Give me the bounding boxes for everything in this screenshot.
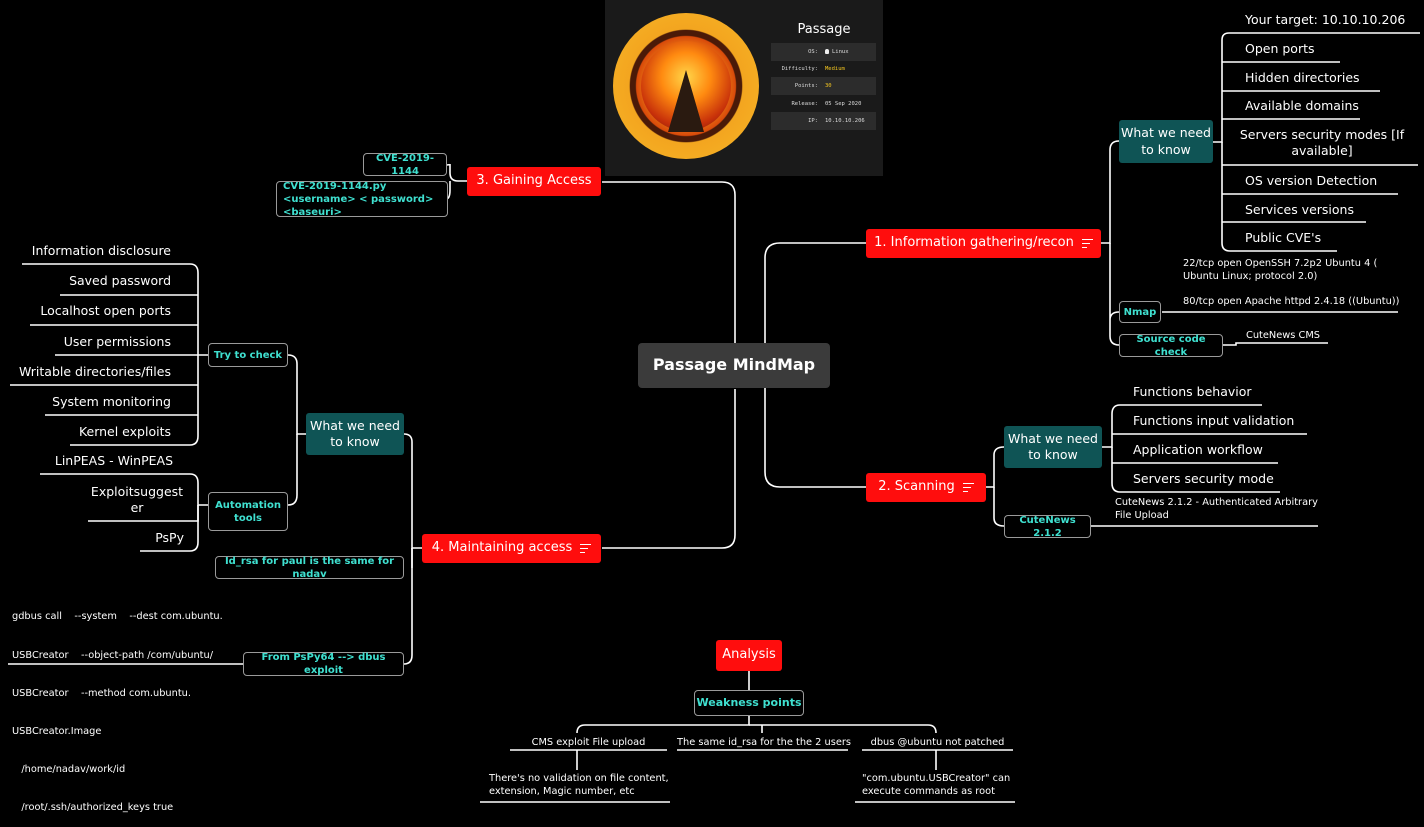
check-item[interactable]: Information disclosure bbox=[31, 243, 171, 258]
automation-tools-tag[interactable]: Automation tools bbox=[208, 492, 288, 531]
pspy-dbus-tag[interactable]: From PsPy64 --> dbus exploit bbox=[243, 652, 404, 676]
machine-info-card: Passage OS: Linux Difficulty: Medium Poi… bbox=[605, 0, 883, 176]
weakness-detail[interactable]: There's no validation on file content, e… bbox=[489, 773, 669, 797]
recon-item[interactable]: Available domains bbox=[1245, 98, 1359, 113]
check-item[interactable]: System monitoring bbox=[52, 394, 171, 409]
machine-title: Passage bbox=[797, 22, 851, 37]
notes-icon bbox=[1081, 239, 1093, 249]
check-item[interactable]: Kernel exploits bbox=[78, 424, 171, 439]
machine-row-points: Points: 30 bbox=[771, 77, 876, 95]
branch-information-gathering[interactable]: 1. Information gathering/recon bbox=[866, 229, 1101, 258]
tool-item[interactable]: LinPEAS - WinPEAS bbox=[54, 453, 173, 468]
try-to-check-tag[interactable]: Try to check bbox=[208, 343, 288, 367]
maintaining-what-we-need-to-know[interactable]: What we need to know bbox=[306, 413, 404, 455]
scanning-item[interactable]: Application workflow bbox=[1133, 442, 1263, 457]
connector-lines bbox=[8, 32, 1420, 803]
recon-item[interactable]: Services versions bbox=[1245, 202, 1354, 217]
check-item[interactable]: Localhost open ports bbox=[40, 303, 171, 318]
scanning-item[interactable]: Functions input validation bbox=[1133, 413, 1295, 428]
scanning-item[interactable]: Functions behavior bbox=[1133, 384, 1252, 399]
linux-icon bbox=[825, 49, 829, 54]
check-item[interactable]: Writable directories/files bbox=[18, 364, 171, 379]
source-code-result[interactable]: CuteNews CMS bbox=[1246, 330, 1321, 341]
recon-item[interactable]: Hidden directories bbox=[1245, 70, 1360, 85]
analysis-node[interactable]: Analysis bbox=[716, 640, 782, 671]
machine-row-os: OS: Linux bbox=[771, 43, 876, 61]
recon-what-we-need-to-know[interactable]: What we need to know bbox=[1119, 120, 1213, 163]
nmap-tag[interactable]: Nmap bbox=[1119, 301, 1161, 323]
weakness-point[interactable]: CMS exploit File upload bbox=[531, 737, 646, 748]
weakness-point[interactable]: dbus @ubuntu not patched bbox=[870, 737, 1005, 748]
tool-item[interactable]: Exploitsuggester bbox=[90, 484, 184, 516]
cve-tag[interactable]: CVE-2019-1144 bbox=[363, 153, 447, 177]
branch-gaining-access[interactable]: 3. Gaining Access bbox=[467, 167, 601, 196]
nmap-result[interactable]: 80/tcp open Apache httpd 2.4.18 ((Ubuntu… bbox=[1183, 296, 1400, 307]
recon-item[interactable]: Public CVE's bbox=[1245, 230, 1322, 245]
check-item[interactable]: Saved password bbox=[69, 273, 171, 288]
weakness-points-tag[interactable]: Weakness points bbox=[694, 690, 804, 716]
weakness-point[interactable]: The same id_rsa for the the 2 users bbox=[677, 737, 852, 748]
scanning-item[interactable]: Servers security mode bbox=[1133, 471, 1274, 486]
scanning-what-we-need-to-know[interactable]: What we need to know bbox=[1004, 426, 1102, 468]
check-item[interactable]: User permissions bbox=[63, 334, 171, 349]
weakness-detail[interactable]: "com.ubuntu.USBCreator" can execute comm… bbox=[862, 773, 1011, 797]
notes-icon bbox=[580, 544, 592, 554]
recon-item[interactable]: Open ports bbox=[1245, 41, 1315, 56]
id-rsa-tag[interactable]: Id_rsa for paul is the same for nadav bbox=[215, 556, 404, 580]
nmap-result[interactable]: 22/tcp open OpenSSH 7.2p2 Ubuntu 4 ( Ubu… bbox=[1183, 258, 1378, 282]
cutenews-result[interactable]: CuteNews 2.1.2 - Authenticated Arbitrary… bbox=[1115, 497, 1318, 521]
recon-item[interactable]: Servers security modes [If available] bbox=[1239, 127, 1405, 159]
dbus-command[interactable]: gdbus call --system --dest com.ubuntu. U… bbox=[12, 611, 223, 813]
recon-item[interactable]: OS version Detection bbox=[1245, 173, 1378, 188]
branch-scanning[interactable]: 2. Scanning bbox=[866, 473, 986, 502]
notes-icon bbox=[962, 483, 974, 493]
recon-item[interactable]: Your target: 10.10.10.206 bbox=[1245, 12, 1406, 27]
machine-row-ip: IP: 10.10.10.206 bbox=[771, 112, 876, 130]
cutenews-tag[interactable]: CuteNews 2.1.2 bbox=[1004, 515, 1091, 539]
branch-maintaining-access[interactable]: 4. Maintaining access bbox=[422, 534, 601, 563]
source-code-check-tag[interactable]: Source code check bbox=[1119, 334, 1223, 358]
machine-row-release: Release: 05 Sep 2020 bbox=[791, 101, 862, 107]
machine-row-difficulty: Difficulty: Medium bbox=[781, 66, 845, 72]
cve-exploit-tag[interactable]: CVE-2019-1144.py <username> < password> … bbox=[276, 181, 448, 218]
tool-item[interactable]: PsPy bbox=[155, 530, 184, 545]
root-node[interactable]: Passage MindMap bbox=[638, 343, 830, 388]
